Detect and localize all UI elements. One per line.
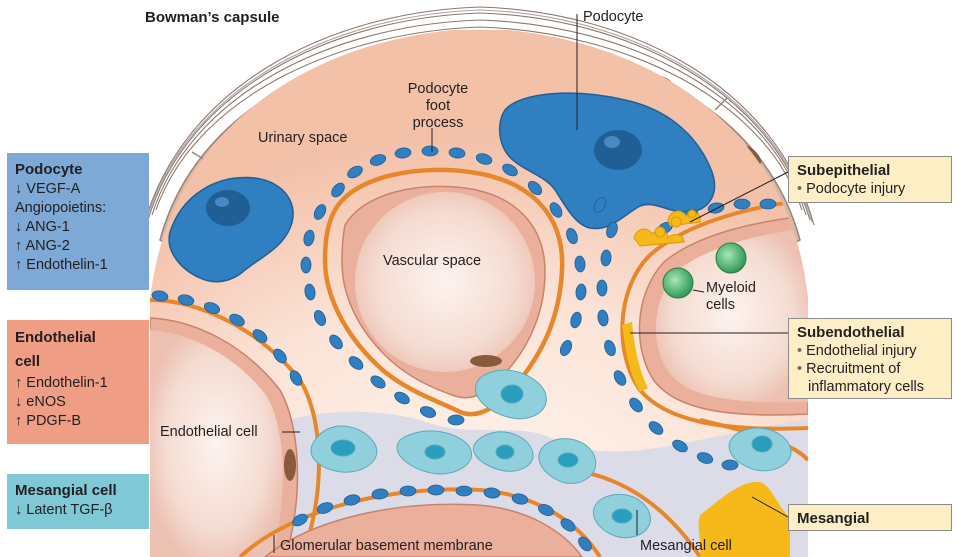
podocyte-box-line-3: ↓ ANG-1 <box>15 218 141 237</box>
myeloid-cells-line-2: cells <box>706 297 756 314</box>
podocyte-nucleolus-right <box>604 136 620 148</box>
lumen-central <box>355 192 535 372</box>
podocyte-box-line-2: Angiopoietins: <box>15 199 141 218</box>
myeloid-cell-2 <box>663 268 693 298</box>
mesangial-cell-label: Mesangial cell <box>640 538 732 555</box>
endothelial-nucleus-left <box>284 449 296 481</box>
podocyte-label: Podocyte <box>583 9 643 26</box>
podocyte-nucleolus-left <box>215 197 229 207</box>
endothelial-factors-box: Endothelial cell ↑ Endothelin-1 ↓ eNOS ↑… <box>7 320 149 444</box>
myeloid-cells-label: Myeloid cells <box>706 280 756 314</box>
mesangial-callout-title: Mesangial <box>797 509 943 528</box>
subendothelial-bullet-1: Endothelial injury <box>797 342 943 360</box>
podocyte-foot-process-line-1: Podocyte <box>373 81 503 98</box>
subendothelial-bullet-2-cont: inflammatory cells <box>797 378 943 396</box>
podocyte-foot-process-line-2: foot <box>373 98 503 115</box>
glomerular-basement-membrane-label: Glomerular basement membrane <box>280 538 493 555</box>
podocyte-nucleus-left <box>206 190 250 226</box>
urinary-space-label: Urinary space <box>258 130 347 147</box>
mesangial-box-line-1: ↓ Latent TGF-β <box>15 501 141 520</box>
endothelial-cell-label: Endothelial cell <box>160 424 258 441</box>
endothelial-box-title-1: Endothelial <box>15 326 141 350</box>
endothelial-nucleus-central <box>470 355 502 367</box>
podocyte-foot-process-label: Podocyte foot process <box>373 81 503 132</box>
endothelial-box-line-3: ↑ PDGF-B <box>15 412 141 431</box>
subepithelial-title: Subepithelial <box>797 161 943 180</box>
podocyte-foot-process-line-3: process <box>373 115 503 132</box>
myeloid-cell-1 <box>716 243 746 273</box>
podocyte-box-title: Podocyte <box>15 159 141 180</box>
mesangial-callout: Mesangial <box>788 504 952 531</box>
podocyte-factors-box: Podocyte ↓ VEGF-A Angiopoietins: ↓ ANG-1… <box>7 153 149 290</box>
podocyte-nucleus-right <box>594 130 642 170</box>
mesangial-factors-box: Mesangial cell ↓ Latent TGF-β <box>7 474 149 529</box>
subendothelial-title: Subendothelial <box>797 323 943 342</box>
podocyte-box-line-1: ↓ VEGF-A <box>15 180 141 199</box>
subendothelial-bullet-2: Recruitment of <box>797 360 943 378</box>
bowmans-capsule-label: Bowman’s capsule <box>145 9 280 26</box>
endothelial-box-line-2: ↓ eNOS <box>15 393 141 412</box>
subendothelial-callout: Subendothelial Endothelial injury Recrui… <box>788 318 952 399</box>
endothelial-box-line-1: ↑ Endothelin-1 <box>15 374 141 393</box>
vascular-space-label: Vascular space <box>383 253 481 270</box>
subepithelial-callout: Subepithelial Podocyte injury <box>788 156 952 203</box>
mesangial-box-title: Mesangial cell <box>15 480 141 501</box>
endothelial-box-title-2: cell <box>15 350 141 374</box>
podocyte-box-line-4: ↑ ANG-2 <box>15 237 141 256</box>
subepithelial-bullet-1: Podocyte injury <box>797 180 943 198</box>
myeloid-cells-line-1: Myeloid <box>706 280 756 297</box>
podocyte-box-line-5: ↑ Endothelin-1 <box>15 256 141 275</box>
